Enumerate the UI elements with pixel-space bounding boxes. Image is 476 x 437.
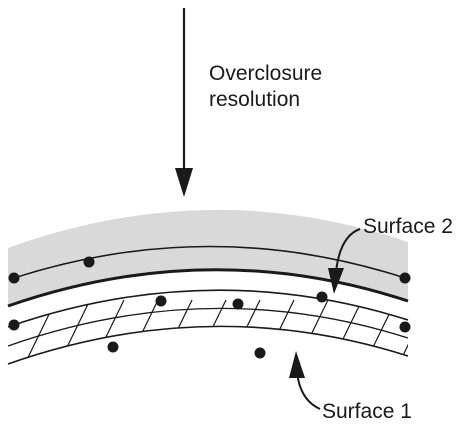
surface-2-node-line <box>13 245 406 279</box>
surface-2-node <box>83 256 95 268</box>
overclosure-arrow <box>175 8 193 197</box>
surface-1-node <box>8 319 20 331</box>
surface-2-leader <box>328 228 361 294</box>
surface-1-bottom-edge <box>7 325 409 365</box>
surface-2-band <box>8 209 408 306</box>
surface-2-label: Surface 2 <box>363 215 453 238</box>
surface-1-hatching <box>17 299 408 364</box>
annotation-line-2: resolution <box>209 88 300 111</box>
surface-2-node <box>399 272 411 284</box>
contact-interface-line <box>7 268 409 308</box>
surface-2-node <box>316 291 328 303</box>
surface-2-node <box>8 272 20 284</box>
surface-1-mid-line <box>7 307 409 347</box>
surface-2-node <box>155 295 167 307</box>
surface-1-top-edge <box>7 289 409 328</box>
surface-1-leader <box>289 351 321 410</box>
surface-1-node <box>399 321 411 333</box>
surface-2-node <box>232 298 244 310</box>
annotation-line-1: Overclosure <box>209 62 322 85</box>
surface-1-node <box>254 347 266 359</box>
surface-1-node <box>107 341 119 353</box>
surface-1-nodes <box>8 319 411 359</box>
surface-1-label: Surface 1 <box>322 400 412 423</box>
